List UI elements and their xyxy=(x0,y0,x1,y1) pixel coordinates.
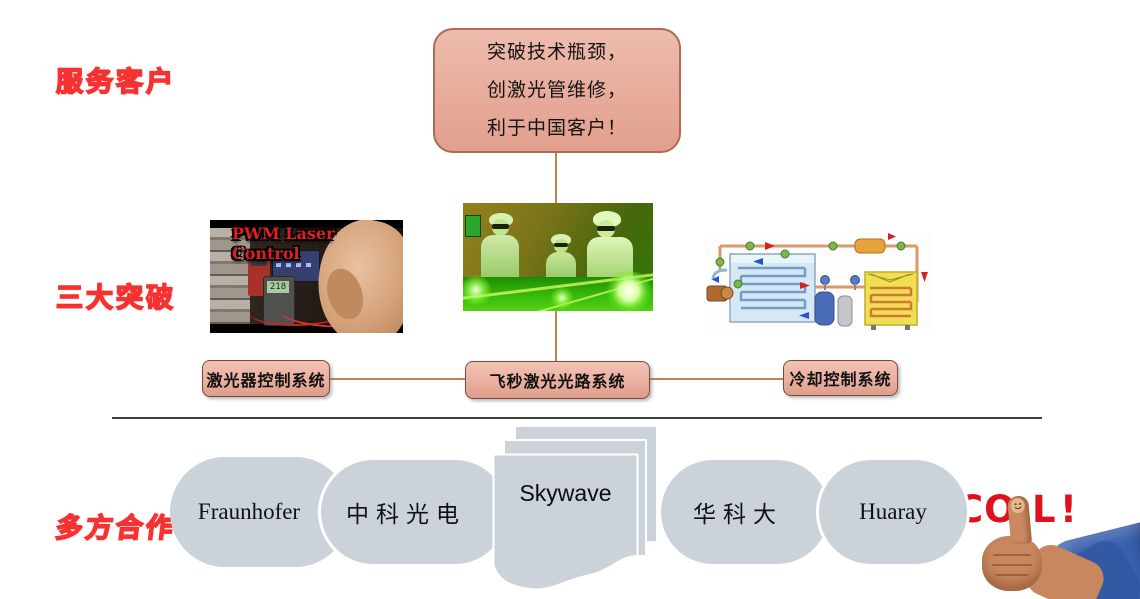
laser-glow-center xyxy=(549,287,575,309)
partner-name-zhongke: 中科光电 xyxy=(346,502,466,528)
goal-line-2: 创激光管维修， xyxy=(486,79,627,101)
pwm-title-line1: PWM Laser xyxy=(232,224,335,243)
partner-name-fraunhofer: Fraunhofer xyxy=(197,499,301,524)
pwm-square-wave xyxy=(276,263,314,267)
pwm-red-multimeter-screen xyxy=(251,256,267,266)
pwm-multimeter-reading: 218 xyxy=(267,281,289,293)
cool-text-exclamation: ! xyxy=(1060,488,1078,531)
connector-center-right xyxy=(650,378,783,380)
partner-pill-zhongke: 中科光电 xyxy=(318,457,510,567)
pwm-title-line2: Control xyxy=(232,244,300,263)
label-cooling-control-system: 冷却控制系统 xyxy=(783,360,898,396)
fist-knuckles xyxy=(992,546,1032,580)
partner-name-huaray: Huaray xyxy=(859,499,927,524)
partner-name-skywave: Skywave xyxy=(519,480,612,506)
cool-text-l: L xyxy=(1032,488,1057,531)
pwm-workbench-scene: 218 xyxy=(210,220,403,333)
label-laser-controller-system: 激光器控制系统 xyxy=(202,360,330,397)
section-divider-line xyxy=(112,417,1042,419)
cooling-schematic-svg xyxy=(706,233,928,330)
lab-monitor xyxy=(465,215,481,237)
laser-controller-photo: 218 PWM Laser Control xyxy=(210,220,403,333)
laser-glow-left xyxy=(463,275,493,305)
lab-person1-body xyxy=(481,235,519,285)
femtosecond-laser-lab-photo xyxy=(463,203,653,311)
goal-line-1: 突破技术瓶颈， xyxy=(486,41,627,63)
skywave-page-front xyxy=(492,453,639,591)
goal-callout-box: 突破技术瓶颈， 创激光管维修， 利于中国客户！ xyxy=(433,28,681,153)
lab-person2-goggles xyxy=(554,243,568,247)
section-title-three-breakthroughs: 三大突破 xyxy=(55,282,176,315)
partner-pill-hust: 华科大 xyxy=(658,457,832,567)
lab-person3-goggles xyxy=(597,226,615,231)
connector-image-to-label xyxy=(555,311,557,363)
partner-name-hust: 华科大 xyxy=(693,502,783,528)
lab-person1-goggles xyxy=(492,224,509,229)
thumb-nail-smiley xyxy=(1010,497,1026,514)
pwm-red-wire xyxy=(250,302,340,326)
goal-line-3: 利于中国客户！ xyxy=(486,117,627,139)
section-title-cooperation: 多方合作 xyxy=(53,512,178,545)
cool-callout: CO L ! xyxy=(948,460,1140,599)
label-femtosecond-optical-path-system: 飞秒激光光路系统 xyxy=(465,361,650,399)
cooling-system-diagram xyxy=(705,232,932,332)
pwm-video-title: PWM Laser Control xyxy=(232,224,335,264)
connector-box-to-image xyxy=(555,153,557,203)
connector-left-center xyxy=(330,378,465,380)
thumbs-up-icon xyxy=(1006,495,1033,545)
laser-glow-right xyxy=(605,271,653,311)
pwm-rack-equipment xyxy=(210,228,250,324)
partner-pill-huaray: Huaray xyxy=(816,457,970,567)
section-title-serve-customers: 服务客户 xyxy=(55,66,176,99)
